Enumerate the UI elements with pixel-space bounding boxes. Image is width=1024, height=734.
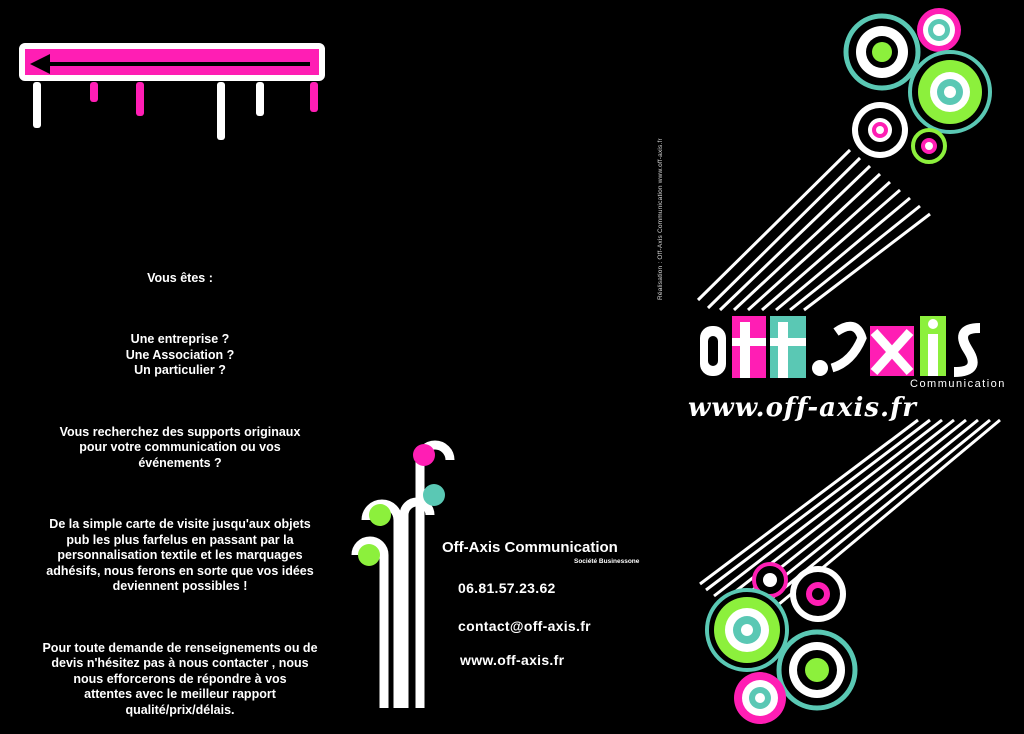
pitch-intro: Vous êtes : — [147, 270, 213, 285]
website-link[interactable]: www.off-axis.fr — [460, 652, 565, 668]
target-circle-icon — [705, 562, 858, 724]
pitch-contact-prompt: Pour toute demande de renseignements ou … — [42, 640, 318, 717]
credit-line: Réalisation : Off-Axis Communication www… — [657, 138, 664, 300]
pitch-offer: De la simple carte de visite jusqu'aux o… — [46, 517, 314, 593]
company-tagline: Société Businessone — [574, 558, 640, 565]
back-arrow-icon[interactable] — [19, 43, 325, 140]
phone-number[interactable]: 06.81.57.23.62 — [458, 580, 556, 596]
pitch-search: Vous recherchez des supports originaux p… — [59, 424, 301, 470]
logo-wordmark — [700, 316, 981, 378]
stripes-top — [696, 148, 931, 312]
pitch-text: Vous êtes : Une entreprise ? Une Associa… — [0, 255, 360, 734]
pitch-questions: Une entreprise ? Une Association ? Un pa… — [125, 332, 235, 377]
company-name: Off-Axis Communication — [442, 539, 618, 556]
email-link[interactable]: contact@off-axis.fr — [458, 618, 591, 634]
logo-subtitle: Communication — [910, 378, 1006, 390]
target-circle-icon — [843, 8, 992, 164]
logo-url[interactable]: www.off-axis.fr — [688, 393, 917, 423]
flower-stem-icon — [351, 440, 455, 708]
